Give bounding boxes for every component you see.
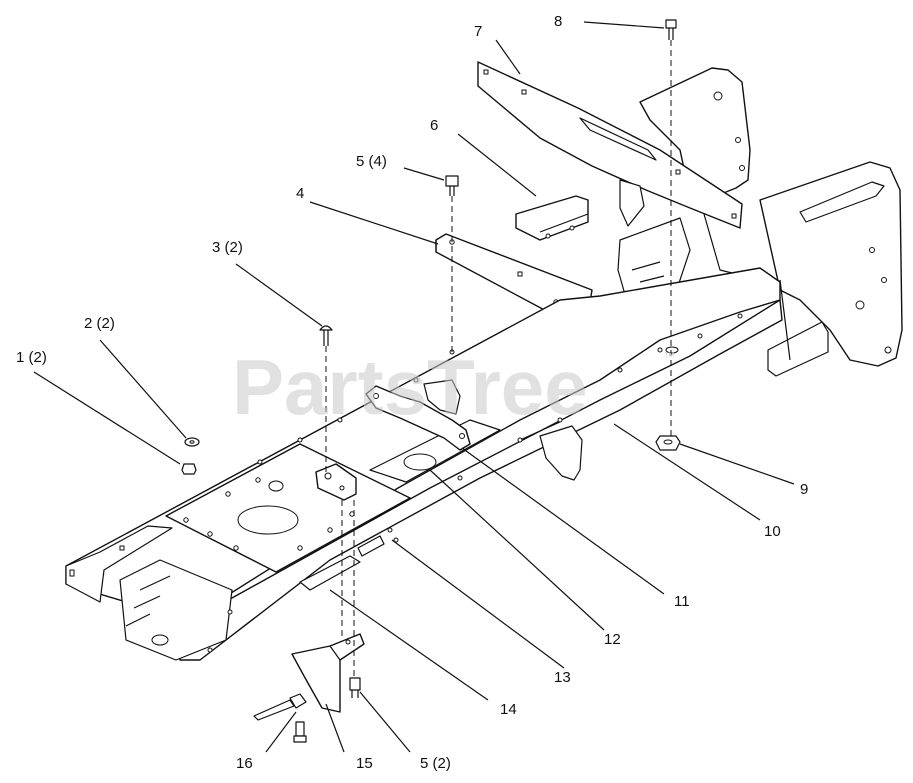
part-5-bolt-upper	[445, 175, 459, 196]
callout-labels: 1 (2) 2 (2) 3 (2) 4 5 (4) 6 7 8 9 10 11 …	[16, 13, 808, 772]
callout-4: 4	[296, 185, 304, 202]
callout-10: 10	[764, 523, 781, 540]
rear-frame-uprights	[617, 67, 903, 377]
part-3-carriage-bolt	[319, 325, 333, 346]
callout-3: 3 (2)	[212, 239, 243, 256]
callout-2: 2 (2)	[84, 315, 115, 332]
assembly-lines	[325, 40, 672, 678]
part-13-bracket	[315, 463, 357, 501]
part-2-washer	[184, 437, 200, 447]
callout-5b: 5 (2)	[420, 755, 451, 772]
part-11-pivot-bracket	[365, 379, 471, 451]
part-5-bolt-lower	[349, 677, 361, 698]
leader-lines	[33, 21, 795, 753]
part-16-spring-pin	[253, 693, 307, 743]
callout-7: 7	[474, 23, 482, 40]
part-8-bolt	[665, 19, 677, 40]
part-7-cross-bar	[477, 61, 743, 229]
callout-1: 1 (2)	[16, 349, 47, 366]
callout-8: 8	[554, 13, 562, 30]
part-9-nut	[655, 435, 681, 451]
callout-12: 12	[604, 631, 621, 648]
callout-16: 16	[236, 755, 253, 772]
callout-13: 13	[554, 669, 571, 686]
callout-5a: 5 (4)	[356, 153, 387, 170]
part-15-lower-bracket	[291, 633, 365, 713]
callout-15: 15	[356, 755, 373, 772]
watermark-trademark: ™	[664, 351, 675, 363]
watermark: PartsTree ™	[232, 343, 675, 431]
watermark-text: PartsTree	[232, 343, 588, 431]
callout-6: 6	[430, 117, 438, 134]
part-6-bracket	[515, 195, 589, 241]
part-1-nut	[181, 463, 197, 475]
callout-14: 14	[500, 701, 517, 718]
callout-11: 11	[674, 593, 690, 610]
callout-9: 9	[800, 481, 808, 498]
